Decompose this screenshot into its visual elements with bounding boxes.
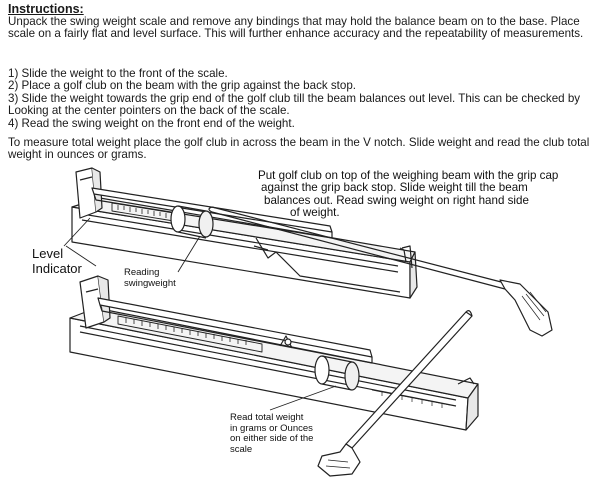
read-total-line-3: on either side of the [230, 433, 314, 444]
swing-note-line-2: against the grip back stop. Slide weight… [261, 181, 528, 195]
instructions-intro: Unpack the swing weight scale and remove… [8, 15, 584, 41]
level-indicator-label: Level Indicator [32, 246, 82, 276]
swing-weight-callout: Put golf club on top of the weighing bea… [258, 169, 593, 220]
read-total-line-1: Read total weight [230, 412, 304, 423]
level-indicator-leader [63, 217, 91, 247]
read-total-weight-label: Read total weight in grams or Ounces on … [230, 412, 340, 455]
instructions-steps: 1) Slide the weight to the front of the … [8, 67, 598, 130]
total-weight-instructions: To measure total weight place the golf c… [8, 136, 590, 162]
reading-line-2: swingweight [124, 277, 176, 289]
level-indicator-line-2: Indicator [32, 261, 82, 276]
instructions-title: Instructions: [8, 2, 84, 16]
reading-line-1: Reading [124, 267, 160, 278]
reading-leader [177, 235, 201, 273]
read-total-line-2: in grams or Ounces [230, 422, 313, 434]
total-weight-leader [269, 385, 337, 411]
swing-note-line-3: balances out. Read swing weight on right… [264, 193, 529, 207]
top-golf-club [208, 206, 553, 337]
level-indicator-line-1: Level [32, 246, 64, 261]
step-3: 3) Slide the weight towards the grip end… [8, 91, 581, 105]
read-total-line-4: scale [230, 443, 253, 455]
top-scale [71, 167, 418, 299]
swing-note-line-4: of weight. [290, 206, 340, 220]
step-2: 2) Place a golf club on the beam with th… [8, 79, 357, 93]
step-3-continued: Looking at the center pointers on the ba… [8, 104, 290, 118]
reading-swingweight-label: Reading swingweight [124, 267, 176, 289]
swing-note-line-1: Put golf club on top of the weighing bea… [258, 169, 559, 182]
step-4: 4) Read the swing weight on the front en… [8, 116, 295, 130]
bottom-scale [69, 275, 479, 431]
step-1: 1) Slide the weight to the front of the … [8, 67, 228, 80]
bottom-golf-club [317, 310, 473, 477]
